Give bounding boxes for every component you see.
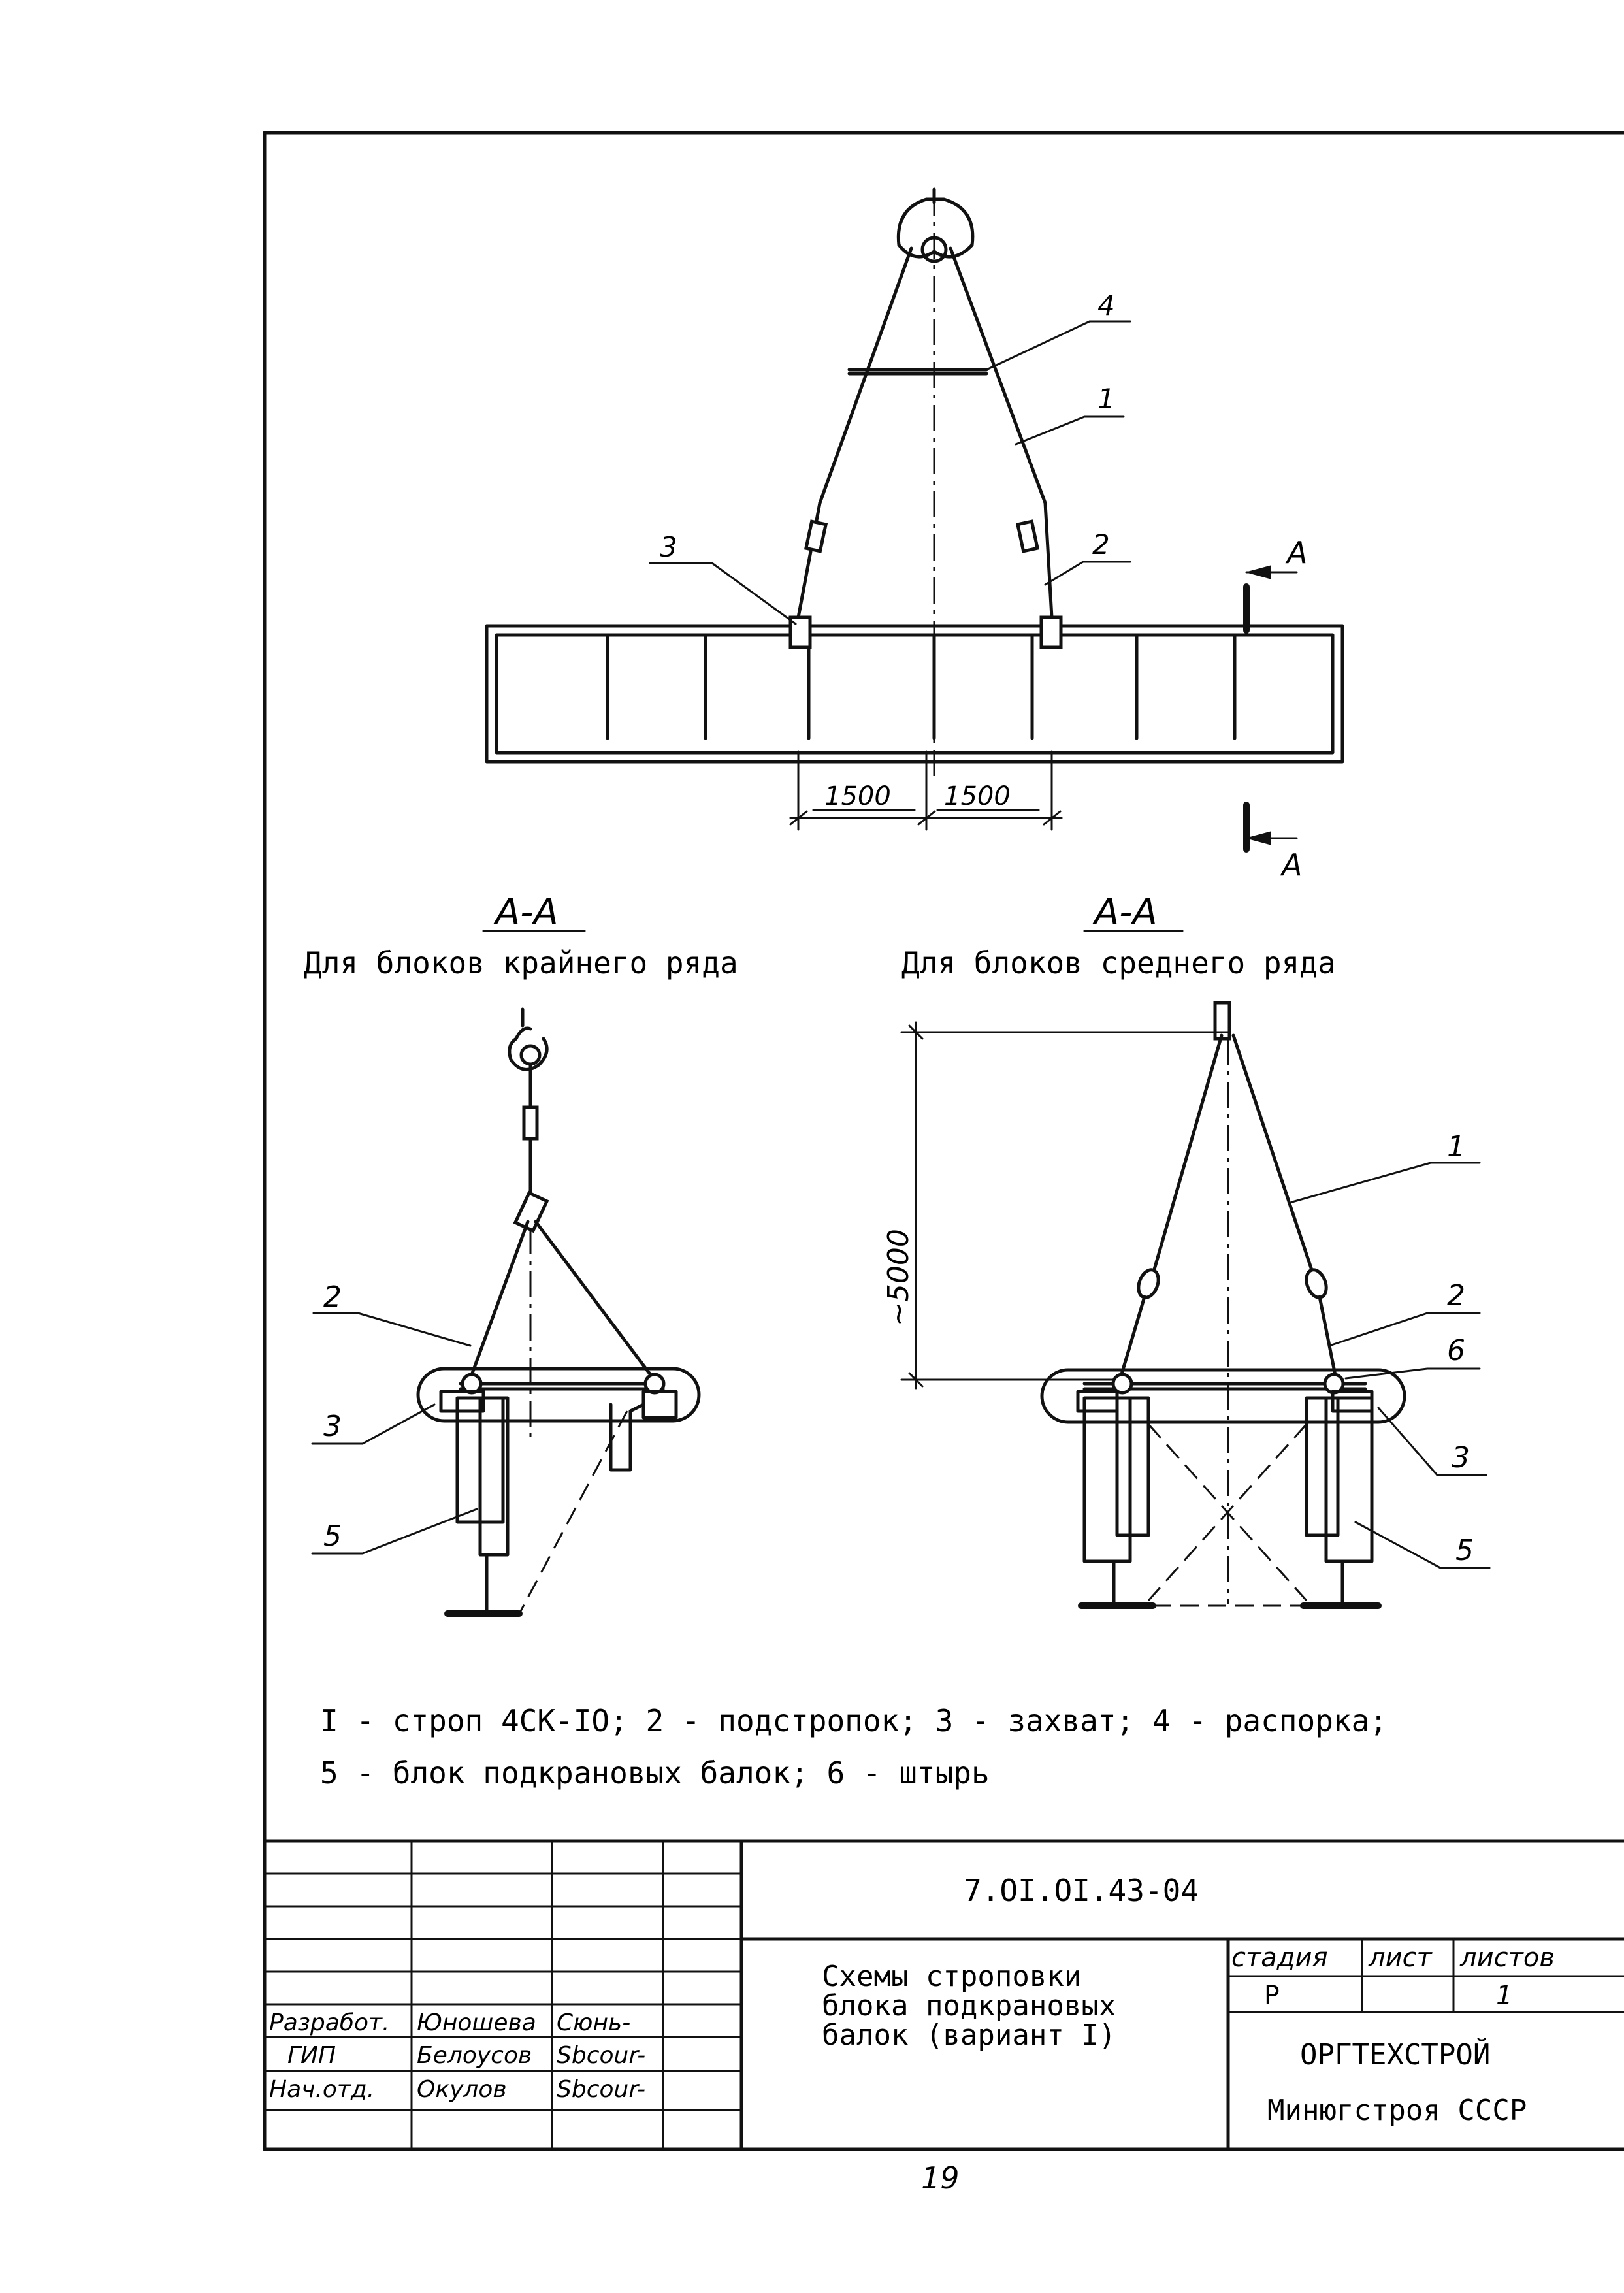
shackle-icon (1213, 1001, 1231, 1041)
stage-value: Р (1264, 1981, 1280, 2011)
signer-signature: Сюнь- (557, 2009, 630, 2036)
beam-block (485, 624, 1344, 764)
section-mark-top (1243, 565, 1298, 634)
callout-2: 2 (1447, 1279, 1465, 1312)
legend-line-2: 5 - блок подкрановых балок; 6 - штырь (320, 1755, 990, 1791)
section-right: A-A Для блоков среднего ряда ~5000 (882, 891, 1491, 1609)
header-sheet: лист (1368, 1943, 1433, 1973)
dim-right-label: 1500 (944, 781, 1011, 811)
header-sheets: листов (1459, 1943, 1555, 1973)
section-mark-bottom-letter: A (1280, 847, 1302, 883)
section-left: A-A Для блоков крайнего ряда (304, 891, 738, 1617)
section-right-subtitle: Для блоков среднего ряда (901, 945, 1336, 981)
callout-1: 1 (1097, 383, 1115, 415)
header-stage: стадия (1231, 1943, 1328, 1973)
signer-name: Юношева (417, 2009, 536, 2036)
sheet-value: 1 (1496, 1981, 1512, 2011)
sling-left (818, 246, 913, 505)
callout-4: 4 (1097, 289, 1115, 321)
signer-name: Белоусов (417, 2042, 532, 2069)
section-right-title: A-A (1092, 891, 1158, 934)
org-line-2: Минюгстроя СССР (1267, 2094, 1527, 2127)
page-number: 19 (921, 2160, 960, 2196)
callout-3: 3 (323, 1410, 342, 1443)
signer-role: Разработ. (269, 2009, 389, 2036)
callout-3: 3 (1452, 1441, 1470, 1474)
signer-role: ГИП (287, 2042, 336, 2069)
hook-icon (508, 1007, 549, 1233)
callout-1: 1 (1447, 1130, 1465, 1163)
main-view: 1500 1500 4 1 3 2 A A (485, 187, 1344, 883)
signer-signature: Sbcour- (557, 2076, 645, 2103)
signer-signature: Sbcour- (557, 2042, 645, 2069)
callout-5: 5 (323, 1520, 342, 1553)
section-left-title: A-A (493, 891, 559, 934)
dim-left-label: 1500 (824, 781, 891, 811)
sheet-frame (263, 131, 1624, 2151)
callout-5: 5 (1455, 1534, 1474, 1567)
callout-3: 3 (660, 531, 677, 563)
section-mark-top-letter: A (1285, 535, 1307, 570)
callout-6: 6 (1447, 1334, 1465, 1367)
legend-line-1: I - строп 4СК-IO; 2 - подстропок; 3 - за… (320, 1703, 1388, 1738)
grip-right (1039, 615, 1063, 649)
callout-2: 2 (1092, 529, 1110, 561)
sling-right (949, 246, 1047, 505)
dimension-line (789, 750, 1063, 831)
title-line-2: блока подкрановых (822, 1989, 1116, 2023)
callout-2: 2 (323, 1280, 342, 1314)
signer-name: Окулов (417, 2076, 507, 2103)
height-dim-label: ~5000 (882, 1229, 915, 1326)
org-line-1: ОРГТЕХСТРОЙ (1300, 2037, 1490, 2072)
title-line-1: Схемы строповки (822, 1960, 1081, 1993)
doc-code: 7.OI.OI.43-04 (964, 1873, 1199, 1908)
title-line-3: балок (вариант I) (822, 2019, 1116, 2052)
title-block (263, 1839, 1624, 2151)
signer-role: Нач.отд. (269, 2076, 374, 2103)
section-mark-bottom (1243, 802, 1298, 853)
section-left-subtitle: Для блоков крайнего ряда (304, 945, 738, 981)
